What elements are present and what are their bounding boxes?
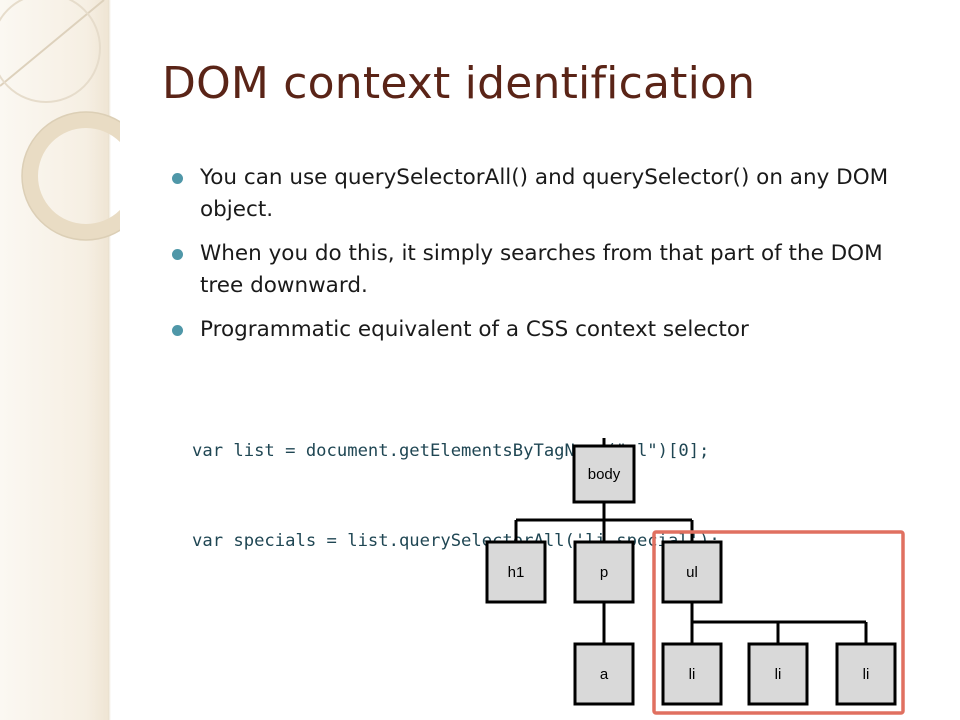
- node-label-li: li: [863, 666, 870, 683]
- node-label-body: body: [588, 466, 621, 483]
- node-label-li: li: [775, 666, 782, 683]
- node-box: [835, 642, 897, 706]
- node-box: [747, 642, 809, 706]
- node-box: [573, 540, 635, 604]
- node-label-a: a: [600, 666, 609, 683]
- node-label-ul: ul: [686, 564, 698, 581]
- bullet-dot-icon: [172, 173, 183, 184]
- bullet-text: Programmatic equivalent of a CSS context…: [200, 317, 749, 342]
- bullet-list: You can use querySelectorAll() and query…: [172, 162, 932, 358]
- tree-node-a: a: [573, 642, 635, 706]
- bullet-dot-icon: [172, 325, 183, 336]
- bullet-dot-icon: [172, 249, 183, 260]
- decorative-rings: [0, 0, 120, 241]
- bullet-text: When you do this, it simply searches fro…: [200, 241, 883, 298]
- tree-node-p: p: [573, 540, 635, 604]
- node-label-p: p: [600, 564, 608, 581]
- node-box: [661, 540, 723, 604]
- bullet-item: Programmatic equivalent of a CSS context…: [172, 314, 932, 346]
- band-edge: [108, 0, 111, 720]
- tree-node-ul: ul: [661, 540, 723, 604]
- node-label-h1: h1: [508, 564, 525, 581]
- ul-subtree-highlight: [652, 530, 905, 715]
- tree-node-li: li: [747, 642, 809, 706]
- tree-node-li: li: [661, 642, 723, 706]
- bullet-text: You can use querySelectorAll() and query…: [200, 165, 889, 222]
- slide-title: DOM context identification: [162, 58, 756, 109]
- node-box: [572, 444, 636, 504]
- node-box: [485, 540, 547, 604]
- decorative-arc: [0, 0, 105, 87]
- bullet-item: You can use querySelectorAll() and query…: [172, 162, 932, 226]
- node-label-li: li: [689, 666, 696, 683]
- decorative-thick-ring: [22, 112, 120, 240]
- tree-connectors: [514, 438, 868, 644]
- node-box: [661, 642, 723, 706]
- tree-node-h1: h1: [485, 540, 547, 604]
- node-box: [573, 642, 635, 706]
- tree-node-body: body: [572, 444, 636, 504]
- decorative-ring-outline: [21, 111, 120, 241]
- bullet-item: When you do this, it simply searches fro…: [172, 238, 932, 302]
- decorative-thin-ring: [0, 0, 101, 103]
- tree-node-li: li: [835, 642, 897, 706]
